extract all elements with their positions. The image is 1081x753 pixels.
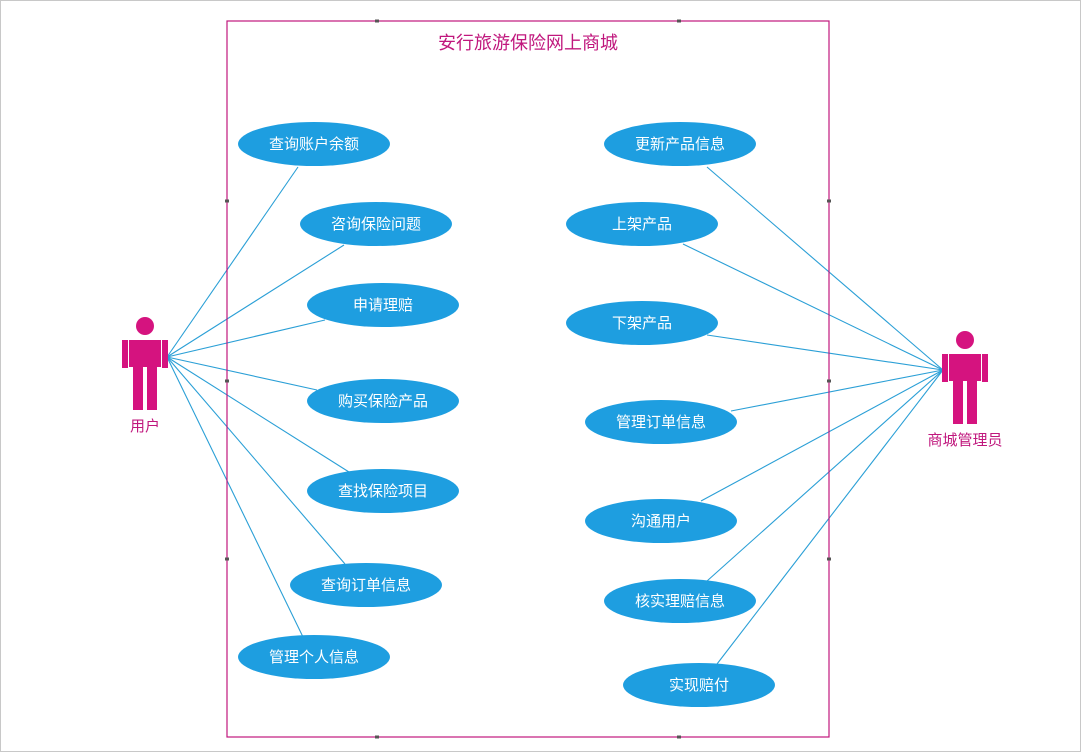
actor-admin[interactable]: 商城管理员	[927, 331, 1003, 449]
association-line	[166, 356, 318, 391]
use-case-uc5[interactable]: 查找保险项目	[307, 469, 459, 513]
use-case-label: 更新产品信息	[635, 135, 725, 153]
use-case-uc8[interactable]: 更新产品信息	[604, 122, 756, 166]
use-case-ellipse[interactable]	[585, 400, 737, 444]
use-case-ellipse[interactable]	[604, 122, 756, 166]
boundary-handle	[827, 199, 831, 203]
use-case-ellipse[interactable]	[238, 635, 390, 679]
use-case-ellipse[interactable]	[290, 563, 442, 607]
use-case-uc6[interactable]: 查询订单信息	[290, 563, 442, 607]
association-line	[700, 369, 944, 502]
boundary-handles	[225, 19, 831, 739]
use-case-uc1[interactable]: 查询账户余额	[238, 122, 390, 166]
association-line	[166, 319, 326, 358]
use-case-uc12[interactable]: 沟通用户	[585, 499, 737, 543]
use-case-label: 实现赔付	[669, 676, 729, 694]
association-line	[706, 334, 944, 371]
person-icon	[122, 317, 168, 410]
use-case-uc2[interactable]: 咨询保险问题	[300, 202, 452, 246]
use-case-label: 下架产品	[612, 314, 672, 332]
use-case-uc14[interactable]: 实现赔付	[623, 663, 775, 707]
use-case-uc11[interactable]: 管理订单信息	[585, 400, 737, 444]
use-case-ellipse[interactable]	[604, 579, 756, 623]
use-case-uc10[interactable]: 下架产品	[566, 301, 718, 345]
association-line	[166, 166, 299, 358]
use-case-label: 购买保险产品	[338, 392, 428, 410]
boundary-handle	[827, 557, 831, 561]
use-case-ellipse[interactable]	[300, 202, 452, 246]
association-line	[166, 244, 345, 358]
use-case-label: 上架产品	[612, 215, 672, 233]
use-case-label: 申请理赔	[353, 296, 413, 314]
boundary-handle	[677, 19, 681, 23]
use-case-uc13[interactable]: 核实理赔信息	[604, 579, 756, 623]
use-case-ellipse[interactable]	[238, 122, 390, 166]
actor-user[interactable]: 用户	[122, 317, 168, 435]
association-line	[716, 369, 944, 665]
association-lines	[166, 166, 944, 665]
use-case-ellipse[interactable]	[307, 379, 459, 423]
actor-label: 用户	[130, 417, 160, 435]
person-icon	[942, 331, 988, 424]
use-case-uc9[interactable]: 上架产品	[566, 202, 718, 246]
use-case-uc7[interactable]: 管理个人信息	[238, 635, 390, 679]
boundary-handle	[677, 735, 681, 739]
association-line	[730, 369, 944, 412]
use-case-label: 沟通用户	[631, 512, 691, 530]
association-line	[166, 356, 350, 473]
use-case-ellipse[interactable]	[623, 663, 775, 707]
use-case-label: 管理订单信息	[616, 413, 706, 431]
use-case-ellipse[interactable]	[566, 301, 718, 345]
use-case-uc3[interactable]: 申请理赔	[307, 283, 459, 327]
use-case-ellipse[interactable]	[307, 283, 459, 327]
use-case-label: 查询账户余额	[269, 135, 359, 153]
boundary-handle	[225, 557, 229, 561]
system-boundary	[226, 20, 830, 738]
boundary-handle	[827, 379, 831, 383]
association-line	[166, 356, 346, 565]
boundary-handle	[375, 19, 379, 23]
use-case-ellipse[interactable]	[307, 469, 459, 513]
use-case-ellipse[interactable]	[566, 202, 718, 246]
use-case-ellipse[interactable]	[585, 499, 737, 543]
use-case-label: 查询订单信息	[321, 576, 411, 594]
system-title: 安行旅游保险网上商城	[438, 33, 618, 54]
boundary-handle	[225, 379, 229, 383]
boundary-handle	[375, 735, 379, 739]
association-line	[682, 243, 944, 371]
use-case-group: 查询账户余额咨询保险问题申请理赔购买保险产品查找保险项目查询订单信息管理个人信息…	[238, 122, 775, 707]
use-case-label: 咨询保险问题	[331, 215, 421, 233]
use-case-label: 管理个人信息	[269, 648, 359, 666]
use-case-label: 核实理赔信息	[635, 592, 725, 610]
use-case-uc4[interactable]: 购买保险产品	[307, 379, 459, 423]
association-line	[706, 166, 944, 371]
actor-label: 商城管理员	[927, 431, 1002, 449]
association-line	[166, 356, 304, 638]
use-case-label: 查找保险项目	[338, 482, 428, 500]
association-line	[706, 369, 944, 582]
boundary-handle	[225, 199, 229, 203]
